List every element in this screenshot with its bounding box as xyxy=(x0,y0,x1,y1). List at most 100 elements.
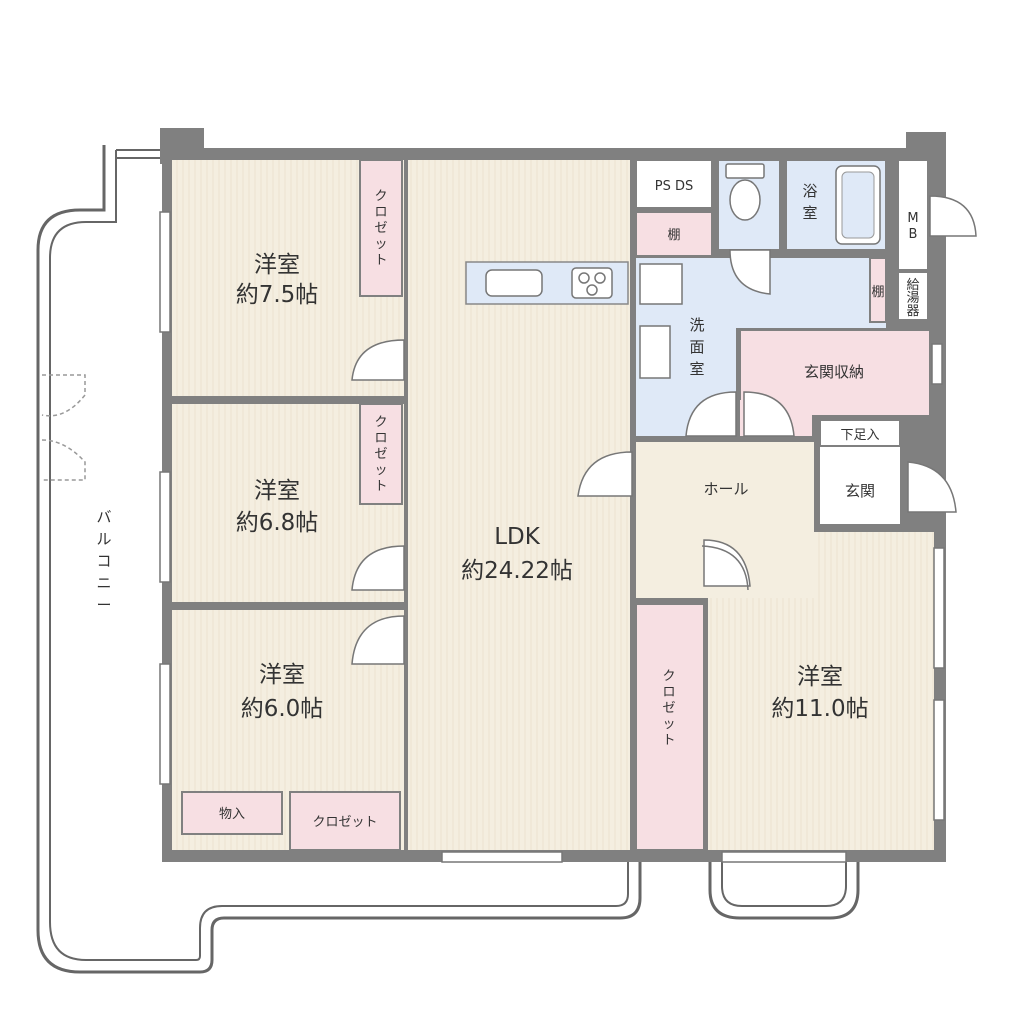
heater-char-1: 給 xyxy=(906,278,919,293)
room-1-size: 約7.5帖 xyxy=(236,282,319,308)
window-room-4-side-1 xyxy=(933,547,945,669)
room-3-name: 洋室 xyxy=(259,662,305,688)
closet-2-char-4: ッ xyxy=(374,463,387,478)
washroom-char-2: 面 xyxy=(689,338,704,356)
windows xyxy=(159,211,945,863)
room-4-size: 約11.0帖 xyxy=(771,696,868,722)
door-ldk xyxy=(577,451,633,497)
room-4-name: 洋室 xyxy=(797,664,843,690)
toilet-tank-icon xyxy=(725,163,765,179)
entrance-label: 玄関 xyxy=(845,482,875,500)
closet-bottom xyxy=(289,791,401,851)
closet-bottom-label: クロゼット xyxy=(312,815,377,830)
aircon-unit-1 xyxy=(41,374,86,417)
closet-4-char-2: ロ xyxy=(662,685,675,700)
window-room-3 xyxy=(159,663,171,785)
bath-char-2: 室 xyxy=(802,204,817,222)
closet-2-char-1: ク xyxy=(374,415,387,430)
closet-room-4 xyxy=(635,603,705,851)
window-room-4-bottom xyxy=(721,851,847,863)
washbasin-icon xyxy=(639,325,671,379)
closet-4-label: ク ロ ゼ ッ ト xyxy=(662,669,675,748)
balcony-char-4: ニ xyxy=(96,574,111,592)
door-toilet xyxy=(729,249,771,295)
entrance-storage xyxy=(739,329,931,417)
door-room-3 xyxy=(351,615,405,665)
burner-3-icon xyxy=(586,284,598,296)
room-2-name: 洋室 xyxy=(254,478,300,504)
shelf-2-label: 棚 xyxy=(871,285,884,300)
closet-2-char-2: ロ xyxy=(374,431,387,446)
mb-char-1: M xyxy=(907,211,918,226)
balcony-char-2: ル xyxy=(96,530,111,548)
shelf-1-label: 棚 xyxy=(667,228,680,243)
entrance-storage-label: 玄関収納 xyxy=(804,363,864,381)
balcony-char-3: コ xyxy=(96,552,111,570)
washroom-char-1: 洗 xyxy=(689,316,704,334)
closet-1-char-3: ゼ xyxy=(374,221,387,236)
closet-2-char-3: ゼ xyxy=(374,447,387,462)
doors xyxy=(351,195,977,665)
door-entrance-storage xyxy=(743,391,795,437)
balcony-char-1: バ xyxy=(96,508,111,526)
burner-2-icon xyxy=(594,272,606,284)
shelf-1 xyxy=(635,211,713,257)
window-ldk xyxy=(441,851,563,863)
labels: 洋室 約7.5帖 洋室 約6.8帖 洋室 約6.0帖 LDK 約24.22帖 洋… xyxy=(219,179,920,830)
door-hall-bottom xyxy=(701,545,749,591)
window-room-2 xyxy=(159,471,171,583)
room-1-name: 洋室 xyxy=(254,252,300,278)
shoe-box-label: 下足入 xyxy=(840,428,879,443)
closet-4-char-3: ゼ xyxy=(662,701,675,716)
window-room-1 xyxy=(159,211,171,333)
toilet-bowl-icon xyxy=(729,179,761,221)
mb-box xyxy=(897,159,929,271)
closet-4-char-5: ト xyxy=(662,733,675,748)
closet-4-char-1: ク xyxy=(662,669,675,684)
closet-2-char-5: ト xyxy=(374,479,387,494)
closet-1-char-4: ッ xyxy=(374,237,387,252)
closet-room-2 xyxy=(359,403,403,505)
room-3-size: 約6.0帖 xyxy=(241,696,324,722)
door-room-4 xyxy=(703,539,751,587)
washing-machine-icon xyxy=(639,263,683,305)
balcony-label: バ ル コ ニ ー xyxy=(96,508,111,614)
heater-char-2: 湯 xyxy=(906,291,919,306)
sink-icon xyxy=(485,269,543,297)
bathtub-inner-icon xyxy=(841,171,875,239)
window-room-4-side-2 xyxy=(933,699,945,821)
closet-2-label: ク ロ ゼ ッ ト xyxy=(374,415,387,494)
shelf-2 xyxy=(869,257,887,323)
entrance xyxy=(820,446,900,524)
hall-label: ホール xyxy=(703,480,748,498)
closet-room-1 xyxy=(359,159,403,297)
door-front xyxy=(907,461,957,513)
kitchen-counter xyxy=(465,261,629,305)
bath-char-1: 浴 xyxy=(802,182,817,200)
water-heater xyxy=(897,271,929,321)
door-washroom xyxy=(685,391,737,437)
storage-bottom xyxy=(181,791,283,835)
storage-label: 物入 xyxy=(219,807,245,822)
aircon-unit-2 xyxy=(41,439,86,481)
door-mb xyxy=(929,195,977,237)
heater-char-3: 器 xyxy=(906,304,919,319)
door-room-1 xyxy=(351,339,405,381)
closet-1-char-2: ロ xyxy=(374,205,387,220)
wall-pillar-tl xyxy=(160,128,204,164)
washroom-char-3: 室 xyxy=(689,360,704,378)
balcony-inner xyxy=(49,150,629,961)
bay-window xyxy=(708,860,860,920)
window-storage xyxy=(931,343,943,385)
shoe-box xyxy=(819,419,901,447)
balcony-outline xyxy=(36,145,642,974)
closet-4-char-4: ッ xyxy=(662,717,675,732)
closet-1-label: ク ロ ゼ ッ ト xyxy=(374,189,387,268)
balcony: バ ル コ ニ ー xyxy=(36,145,642,974)
ps-ds-label: PS DS xyxy=(655,179,694,194)
ps-ds xyxy=(635,159,713,209)
ldk-name: LDK xyxy=(494,524,541,550)
closet-1-char-5: ト xyxy=(374,253,387,268)
burner-1-icon xyxy=(578,272,590,284)
